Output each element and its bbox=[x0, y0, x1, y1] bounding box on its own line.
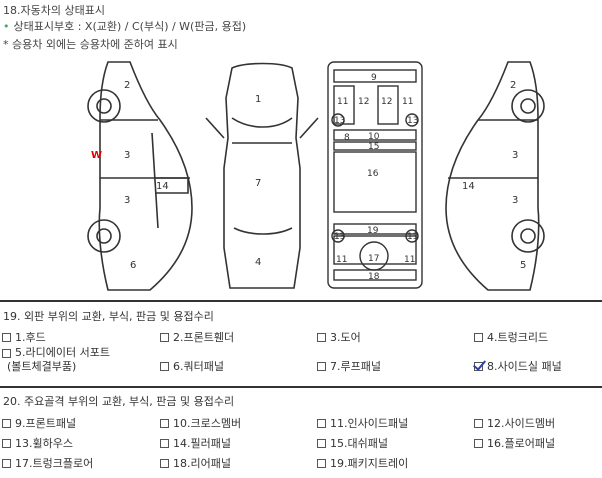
checkbox-icon[interactable] bbox=[317, 458, 326, 468]
part-11-frame-d: 11 bbox=[404, 255, 415, 265]
part-14-left: 14 bbox=[156, 181, 169, 192]
part-7-top: 7 bbox=[255, 178, 261, 189]
checkbox-item-side-member[interactable]: 12.사이드멤버 bbox=[474, 413, 555, 433]
part-9-frame: 9 bbox=[371, 73, 377, 83]
vehicle-diagram: 2 3 3 14 6 W 1 7 4 bbox=[87, 61, 545, 291]
checkbox-icon[interactable] bbox=[2, 438, 11, 448]
part-4-top: 4 bbox=[255, 257, 261, 268]
checkbox-item-rear-panel[interactable]: 18.리어패널 bbox=[160, 453, 231, 473]
checkbox-item-trunk-lid[interactable]: 4.트렁크리드 bbox=[474, 327, 548, 347]
section-20-title: 20. 주요골격 부위의 교환, 부식, 판금 및 용접수리 bbox=[3, 395, 235, 408]
checkbox-icon[interactable] bbox=[474, 438, 483, 448]
checkbox-item-front-fender[interactable]: 2.프론트휀더 bbox=[160, 327, 234, 347]
part-3-right-lower: 3 bbox=[512, 195, 518, 206]
part-5-right: 5 bbox=[520, 260, 526, 271]
part-13-frame-d: 13 bbox=[407, 232, 418, 242]
damage-mark-w: W bbox=[91, 150, 102, 161]
section-19-row-2: 5.라디에이터 서포트 (볼트체결부품) 6.쿼터패널 7.루프패널 8.사이드… bbox=[0, 346, 602, 378]
part-2-right: 2 bbox=[510, 80, 516, 91]
checkbox-icon[interactable] bbox=[2, 458, 11, 468]
status-legend-text: 상태표시부호 : X(교환) / C(부식) / W(판금, 용접) bbox=[13, 20, 247, 33]
checkbox-item-door[interactable]: 3.도어 bbox=[317, 327, 361, 347]
part-13-frame-c: 13 bbox=[334, 232, 345, 242]
part-13-frame-b: 13 bbox=[407, 116, 418, 126]
part-3-left-upper: 3 bbox=[124, 150, 130, 161]
checkbox-icon[interactable] bbox=[160, 438, 169, 448]
part-15-frame: 15 bbox=[368, 142, 379, 152]
bullet-icon: • bbox=[3, 20, 10, 33]
checkbox-icon[interactable] bbox=[160, 458, 169, 468]
divider-middle bbox=[0, 386, 602, 388]
part-8-frame: 8 bbox=[344, 133, 350, 143]
status-note: * 승용차 외에는 승용차에 준하여 표시 bbox=[3, 38, 178, 51]
section-19-row-1: 1.후드 2.프론트휀더 3.도어 4.트렁크리드 bbox=[0, 327, 602, 347]
divider-top bbox=[0, 300, 602, 302]
part-10-frame: 10 bbox=[368, 132, 380, 142]
part-11-frame-c: 11 bbox=[336, 255, 347, 265]
checkbox-icon[interactable] bbox=[160, 332, 169, 342]
section-18-vehicle-status: 18.자동차의 상태표시 •상태표시부호 : X(교환) / C(부식) / W… bbox=[3, 4, 545, 291]
section-18-title: 18.자동차의 상태표시 bbox=[3, 4, 105, 17]
section-20-row-2: 13.휠하우스 14.필러패널 15.대쉬패널 16.플로어패널 bbox=[0, 433, 602, 453]
checkbox-item-pillar-panel[interactable]: 14.필러패널 bbox=[160, 433, 231, 453]
checkbox-icon[interactable] bbox=[474, 332, 483, 342]
part-11-frame-b: 11 bbox=[402, 97, 413, 107]
section-19-title: 19. 외판 부위의 교환, 부식, 판금 및 용접수리 bbox=[3, 310, 214, 323]
checkbox-item-side-sill-panel[interactable]: 8.사이드실 패널 bbox=[474, 356, 562, 376]
part-18-frame: 18 bbox=[368, 272, 380, 282]
checkbox-icon[interactable] bbox=[317, 332, 326, 342]
part-11-frame-a: 11 bbox=[337, 97, 348, 107]
part-16-frame: 16 bbox=[367, 169, 379, 179]
section-20-row-3: 17.트렁크플로어 18.리어패널 19.패키지트레이 bbox=[0, 453, 602, 473]
checkbox-icon[interactable] bbox=[317, 438, 326, 448]
part-1-top: 1 bbox=[255, 94, 261, 105]
part-17-frame: 17 bbox=[368, 254, 379, 264]
checkbox-icon[interactable] bbox=[317, 418, 326, 428]
checkbox-item-hood[interactable]: 1.후드 bbox=[2, 327, 46, 347]
checkbox-item-floor-panel[interactable]: 16.플로어패널 bbox=[474, 433, 555, 453]
checkbox-item-inside-panel[interactable]: 11.인사이드패널 bbox=[317, 413, 408, 433]
checkbox-item-wheel-house[interactable]: 13.휠하우스 bbox=[2, 433, 73, 453]
checkbox-item-trunk-floor[interactable]: 17.트렁크플로어 bbox=[2, 453, 93, 473]
part-13-frame-a: 13 bbox=[334, 116, 345, 126]
part-19-frame: 19 bbox=[367, 226, 379, 236]
checkbox-item-front-panel[interactable]: 9.프론트패널 bbox=[2, 413, 76, 433]
checkbox-item-dash-panel[interactable]: 15.대쉬패널 bbox=[317, 433, 388, 453]
checkbox-item-cross-member[interactable]: 10.크로스멤버 bbox=[160, 413, 241, 433]
checkbox-item-roof-panel[interactable]: 7.루프패널 bbox=[317, 356, 381, 376]
checkbox-checked-icon[interactable] bbox=[474, 361, 483, 371]
status-legend: •상태표시부호 : X(교환) / C(부식) / W(판금, 용접) bbox=[3, 18, 246, 34]
part-2-left: 2 bbox=[124, 80, 130, 91]
checkbox-icon[interactable] bbox=[474, 418, 483, 428]
checkbox-icon[interactable] bbox=[2, 349, 11, 358]
part-3-right-upper: 3 bbox=[512, 150, 518, 161]
checkbox-item-package-tray[interactable]: 19.패키지트레이 bbox=[317, 453, 408, 473]
part-6-left: 6 bbox=[130, 260, 136, 271]
part-3-left-lower: 3 bbox=[124, 195, 130, 206]
part-12-frame-a: 12 bbox=[358, 97, 369, 107]
checkbox-item-quarter-panel[interactable]: 6.쿼터패널 bbox=[160, 356, 224, 376]
checkbox-icon[interactable] bbox=[160, 418, 169, 428]
checkbox-icon[interactable] bbox=[317, 361, 326, 371]
part-12-frame-b: 12 bbox=[381, 97, 392, 107]
checkbox-icon[interactable] bbox=[2, 332, 11, 342]
part-14-right: 14 bbox=[462, 181, 475, 192]
checkbox-icon[interactable] bbox=[160, 361, 169, 371]
checkbox-item-radiator-support[interactable]: 5.라디에이터 서포트 (볼트체결부품) bbox=[2, 346, 110, 378]
checkbox-icon[interactable] bbox=[2, 418, 11, 428]
section-20-row-1: 9.프론트패널 10.크로스멤버 11.인사이드패널 12.사이드멤버 bbox=[0, 413, 602, 433]
